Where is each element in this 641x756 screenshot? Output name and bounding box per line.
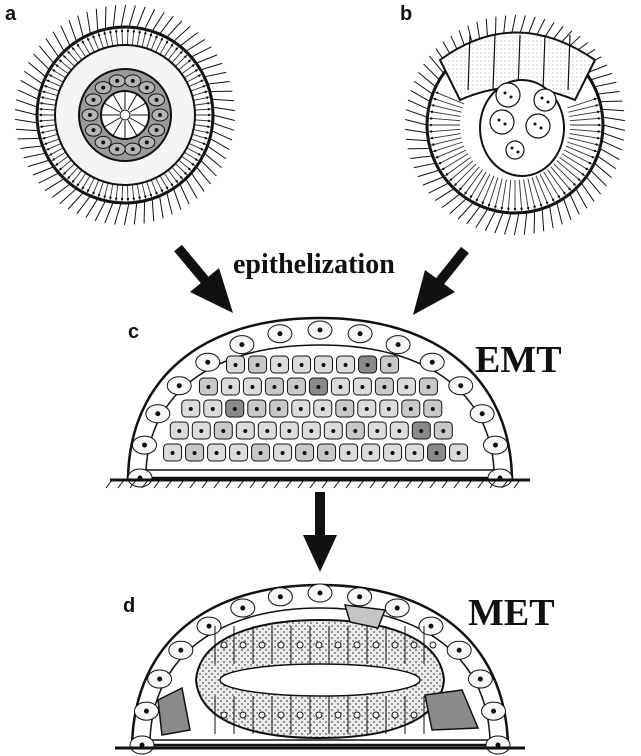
panel-a: a	[5, 3, 235, 225]
panel-c-label: c	[128, 321, 139, 343]
met-label: MET	[468, 592, 555, 634]
panel-d: d MET	[115, 584, 555, 754]
panel-b-label: b	[400, 3, 412, 25]
emt-label: EMT	[475, 339, 562, 381]
arrow-a-to-c	[178, 248, 233, 313]
panel-d-lumen	[220, 664, 420, 696]
arrow-c-to-d	[303, 492, 337, 572]
panel-c: c EMT	[106, 318, 562, 488]
panel-b: b	[400, 3, 625, 235]
panel-d-label: d	[123, 595, 135, 617]
panel-a-label: a	[5, 3, 17, 25]
arrow-b-to-c	[413, 250, 465, 315]
epithelization-label: epithelization	[233, 249, 395, 280]
